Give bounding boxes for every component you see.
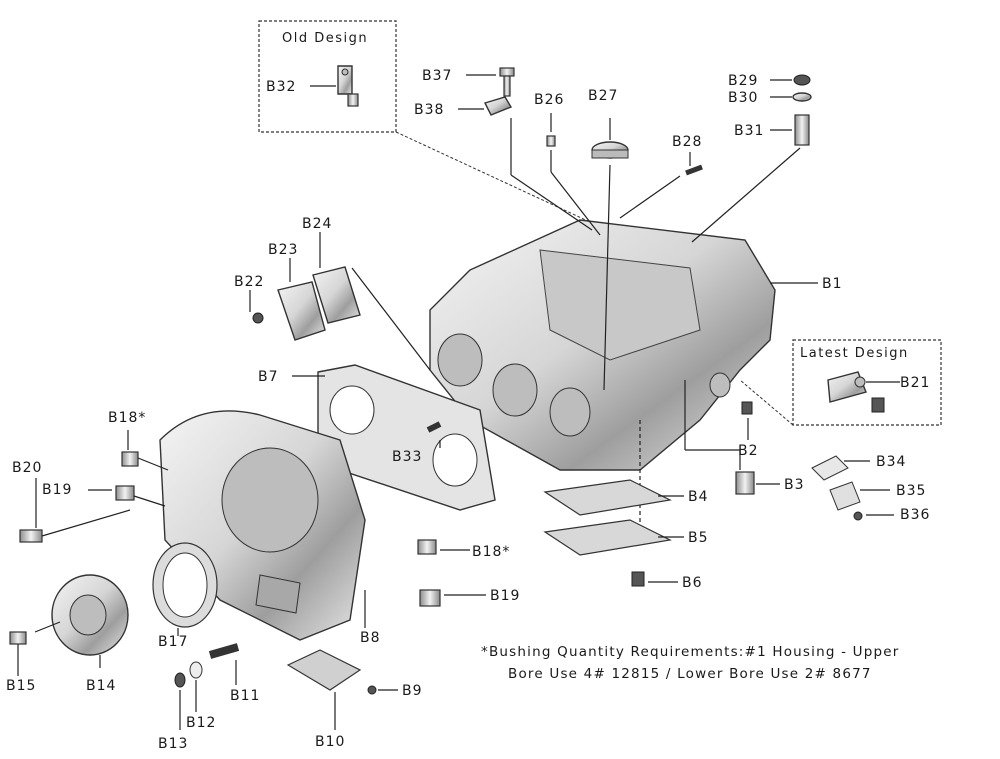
label-b4: B4 bbox=[688, 489, 709, 505]
inspection-cover-part bbox=[286, 649, 398, 730]
note-line-2: Bore Use 4# 12815 / Lower Bore Use 2# 86… bbox=[508, 666, 872, 682]
label-b28: B28 bbox=[672, 134, 702, 150]
label-b6: B6 bbox=[682, 575, 703, 591]
label-b24: B24 bbox=[302, 216, 332, 232]
label-b19-right: B19 bbox=[490, 588, 520, 604]
label-b9: B9 bbox=[402, 683, 423, 699]
label-b21: B21 bbox=[900, 375, 930, 391]
label-b30: B30 bbox=[728, 90, 758, 106]
label-b19-left: B19 bbox=[42, 482, 72, 498]
label-b10: B10 bbox=[315, 734, 345, 750]
label-b17: B17 bbox=[158, 634, 188, 650]
label-b5: B5 bbox=[688, 530, 709, 546]
old-design-title: Old Design bbox=[282, 31, 368, 46]
bushing-note: *Bushing Quantity Requirements:#1 Housin… bbox=[481, 644, 900, 682]
label-b2: B2 bbox=[738, 443, 759, 459]
label-b35: B35 bbox=[896, 483, 926, 499]
label-b29: B29 bbox=[728, 73, 758, 89]
label-b27: B27 bbox=[588, 88, 618, 104]
latest-design-box: Latest Design bbox=[739, 339, 942, 426]
label-b31: B31 bbox=[734, 123, 764, 139]
label-b36: B36 bbox=[900, 507, 930, 523]
label-b11: B11 bbox=[230, 688, 260, 704]
label-b13: B13 bbox=[158, 736, 188, 752]
label-b8: B8 bbox=[360, 630, 381, 646]
label-b3: B3 bbox=[784, 477, 805, 493]
part-labels: B1 B2 B3 B4 B5 B6 B7 B8 B9 B10 B11 B12 B… bbox=[6, 68, 930, 752]
label-b12: B12 bbox=[186, 715, 216, 731]
label-b23: B23 bbox=[268, 242, 298, 258]
old-design-box: Old Design bbox=[258, 20, 591, 223]
note-line-1: *Bushing Quantity Requirements:#1 Housin… bbox=[481, 644, 900, 660]
flange-part bbox=[34, 574, 129, 668]
label-b32: B32 bbox=[266, 79, 296, 95]
label-b18-bottom: B18* bbox=[472, 544, 510, 560]
label-b22: B22 bbox=[234, 274, 264, 290]
label-b20: B20 bbox=[12, 460, 42, 476]
label-b18-top: B18* bbox=[108, 410, 146, 426]
label-b34: B34 bbox=[876, 454, 906, 470]
latest-design-title: Latest Design bbox=[800, 346, 909, 361]
label-b33: B33 bbox=[392, 449, 422, 465]
cover-plates-part bbox=[543, 479, 684, 587]
label-b1: B1 bbox=[822, 276, 843, 292]
label-b15: B15 bbox=[6, 678, 36, 694]
label-b14: B14 bbox=[86, 678, 116, 694]
bushings-part bbox=[9, 401, 894, 730]
label-b7: B7 bbox=[258, 369, 279, 385]
main-housing-part bbox=[429, 219, 818, 545]
label-b26: B26 bbox=[534, 92, 564, 108]
label-b38: B38 bbox=[414, 102, 444, 118]
top-fasteners-part bbox=[458, 67, 812, 391]
side-cover-part bbox=[249, 232, 431, 371]
ring-part bbox=[152, 542, 218, 628]
gasket-part bbox=[292, 364, 496, 511]
label-b37: B37 bbox=[422, 68, 452, 84]
